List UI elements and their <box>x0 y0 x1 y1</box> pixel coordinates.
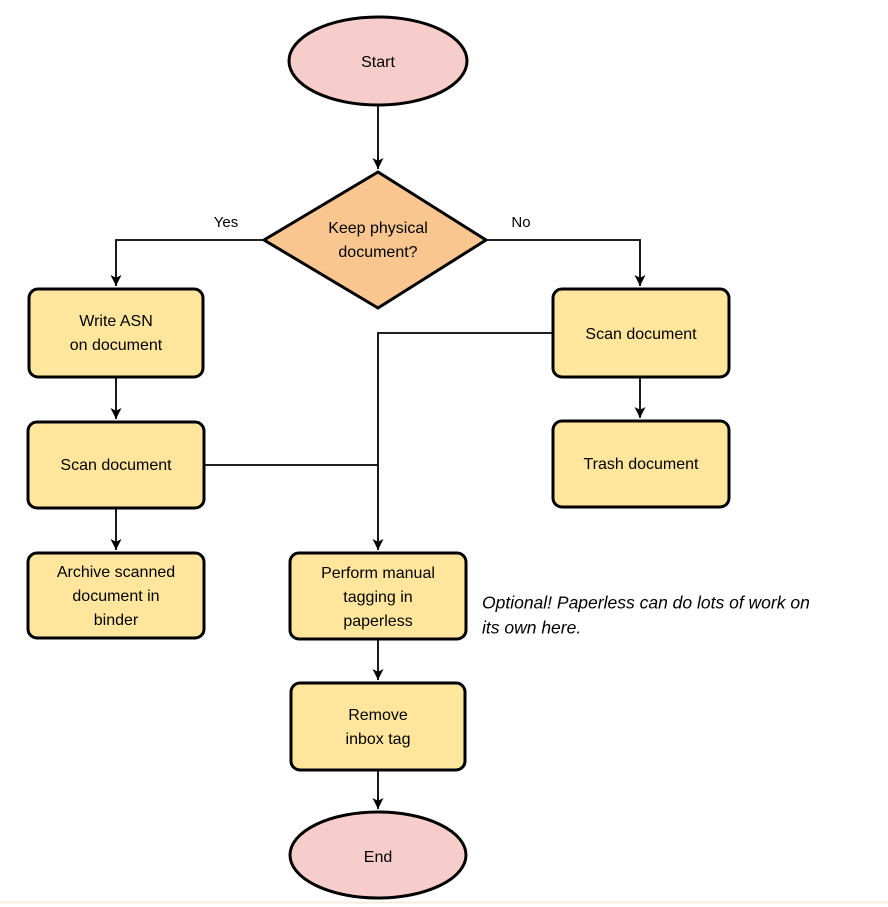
archive-label-line2: document in <box>72 588 159 605</box>
scan-right-box <box>551 287 731 379</box>
remove-inbox-label-line1: Remove <box>348 707 408 724</box>
scan-left-label: Scan document <box>60 457 172 474</box>
decision-label-line1: Keep physical <box>328 220 428 237</box>
edge-label-yes: Yes <box>214 214 238 231</box>
node-scan-document-left: Scan document <box>26 420 206 510</box>
start-label: Start <box>361 54 395 71</box>
trash-box <box>551 419 731 509</box>
decision-label-line2: document? <box>338 244 417 261</box>
write-asn-label-line1: Write ASN <box>79 313 153 330</box>
node-remove-inbox-tag: Remove inbox tag <box>289 681 467 772</box>
archive-box <box>26 551 206 640</box>
annotation-line2: its own here. <box>482 618 581 638</box>
bottom-edge-line <box>0 901 888 904</box>
node-decision-keep-physical: Keep physical document? <box>261 170 489 310</box>
write-asn-box <box>27 287 205 379</box>
remove-inbox-box <box>289 681 467 772</box>
node-manual-tagging: Perform manual tagging in paperless <box>288 551 468 641</box>
node-write-asn: Write ASN on document <box>27 287 205 379</box>
tagging-label-line2: tagging in <box>343 589 412 606</box>
node-scan-document-right: Scan document <box>551 287 731 379</box>
remove-inbox-label-line2: inbox tag <box>346 731 411 748</box>
annotation-line1: Optional! Paperless can do lots of work … <box>482 593 810 613</box>
start-ellipse <box>287 15 469 107</box>
archive-label-line1: Archive scanned <box>57 564 175 581</box>
edge-decision-no <box>486 239 646 286</box>
annotation-optional-note: Optional! Paperless can do lots of work … <box>482 593 810 638</box>
archive-label-line3: binder <box>94 612 139 629</box>
edge-label-no: No <box>511 214 530 231</box>
scan-left-box <box>26 420 206 510</box>
decision-diamond <box>261 170 489 310</box>
scan-right-label: Scan document <box>585 326 697 343</box>
node-start: Start <box>287 15 469 107</box>
node-end: End <box>288 810 468 900</box>
node-trash-document: Trash document <box>551 419 731 509</box>
edge-decision-yes <box>110 239 264 286</box>
tagging-box <box>288 551 468 641</box>
node-archive-binder: Archive scanned document in binder <box>26 551 206 640</box>
tagging-label-line1: Perform manual <box>321 565 435 582</box>
trash-label: Trash document <box>583 456 699 473</box>
end-ellipse <box>288 810 468 900</box>
edge-scanright-to-tagging <box>372 332 553 550</box>
tagging-label-line3: paperless <box>343 613 412 630</box>
end-label: End <box>364 849 392 866</box>
write-asn-label-line2: on document <box>70 337 163 354</box>
